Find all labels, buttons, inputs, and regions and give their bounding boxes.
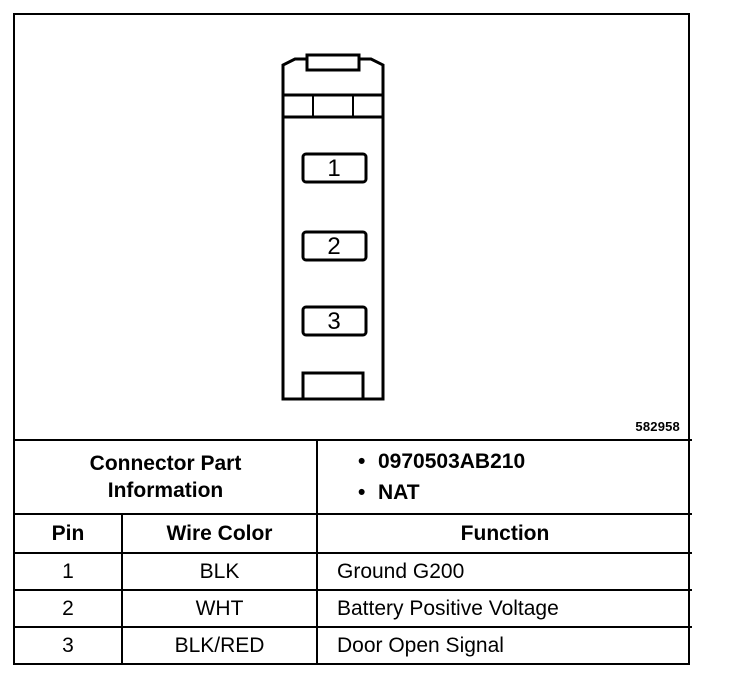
part-color: NAT (378, 481, 420, 504)
wire-color-cell: BLK (121, 552, 318, 591)
table-row: 3 BLK/RED Door Open Signal (15, 626, 692, 663)
part-info-label-line1: Connector Part (89, 452, 242, 475)
part-number-item: • 0970503AB210 (358, 446, 692, 477)
function-cell: Battery Positive Voltage (316, 589, 692, 628)
header-pin: Pin (15, 513, 123, 554)
wire-color-cell: BLK/RED (121, 626, 318, 663)
figure-id: 582958 (635, 419, 680, 434)
part-color-item: • NAT (358, 477, 692, 508)
pin-label-2: 2 (327, 233, 340, 260)
function-cell: Door Open Signal (316, 626, 692, 663)
part-info-label-line2: Information (107, 479, 224, 502)
pin-cavity-1 (301, 152, 368, 184)
table-row: 1 BLK Ground G200 (15, 552, 692, 591)
part-info-row: Connector Part Information • 0970503AB210… (15, 439, 692, 515)
pin-cavity-2 (301, 230, 368, 262)
table-header-row: Pin Wire Color Function (15, 513, 692, 554)
connector-info-table: Connector Part Information • 0970503AB210… (15, 439, 692, 663)
connector-latch (305, 53, 361, 72)
pin-cell: 1 (15, 552, 123, 591)
connector-bottom-slot (301, 371, 365, 401)
header-wire-color: Wire Color (121, 513, 318, 554)
pin-cell: 2 (15, 589, 123, 628)
pin-cell: 3 (15, 626, 123, 663)
part-info-values: • 0970503AB210 • NAT (316, 439, 692, 515)
connector-band (281, 93, 385, 119)
connector-info-frame: 1 2 3 582958 Connector Part Information … (13, 13, 692, 665)
table-row: 2 WHT Battery Positive Voltage (15, 589, 692, 628)
bullet: • (358, 481, 366, 504)
part-info-label: Connector Part Information (15, 439, 318, 515)
bullet: • (358, 450, 366, 473)
part-number: 0970503AB210 (378, 450, 526, 473)
connector-diagram: 1 2 3 582958 (15, 15, 688, 439)
header-function: Function (316, 513, 692, 554)
connector-drawing: 1 2 3 (281, 53, 385, 401)
wire-color-cell: WHT (121, 589, 318, 628)
pin-cavity-3 (301, 305, 368, 337)
pin-label-1: 1 (327, 155, 340, 182)
function-cell: Ground G200 (316, 552, 692, 591)
pin-label-3: 3 (327, 308, 340, 335)
